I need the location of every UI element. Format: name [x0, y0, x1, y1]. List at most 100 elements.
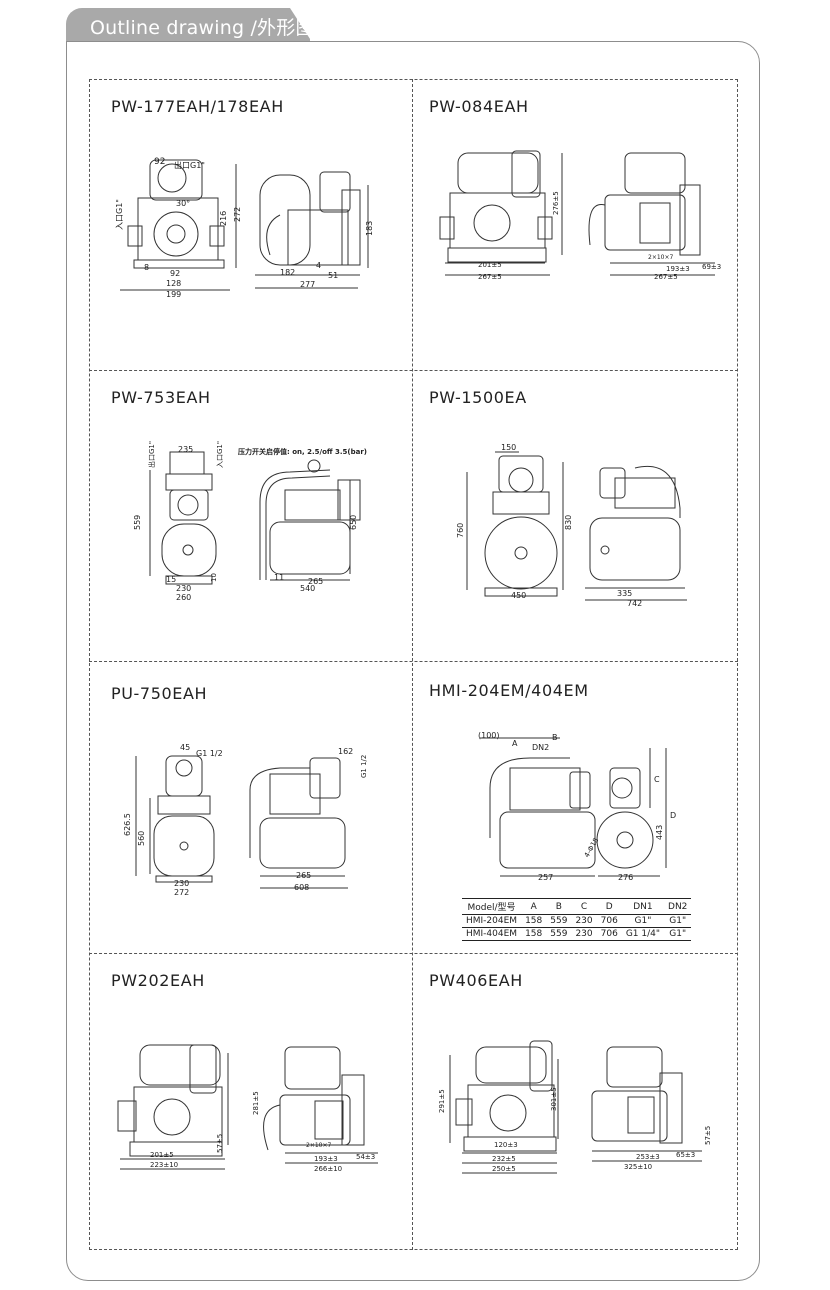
table-row: HMI-204EM 158 559 230 706 G1" G1": [462, 914, 692, 928]
dim-pw177-d14: 4: [316, 261, 321, 270]
spec-cell: G1": [664, 914, 692, 928]
dim-pw753-d10: 11: [274, 573, 284, 582]
dim-hmi204-d5: C: [654, 775, 660, 784]
section-title: Outline drawing /外形图: [90, 17, 315, 39]
model-title-pw1500: PW-1500EA: [429, 388, 527, 407]
dim-pw202-d4: 193±3: [314, 1155, 338, 1163]
outline-drawing-pw202: 281±5 201±5 223±10 193±3 266±10 57±5 54±…: [117, 1044, 378, 1173]
spec-cell: 706: [596, 927, 622, 941]
dim-pw177-d5: 216: [219, 211, 228, 226]
spec-cell: 230: [571, 927, 597, 941]
dim-pw177-d8: 92: [170, 269, 180, 278]
grid-divider-row-1: [89, 370, 738, 371]
dim-hmi204-d2: A: [512, 739, 518, 748]
grid-divider-row-2: [89, 661, 738, 662]
dim-pw1500-d6: 742: [627, 599, 642, 608]
dim-pw753-d8: 10: [210, 573, 218, 582]
spec-col-model: Model/型号: [462, 898, 522, 915]
hmi-spec-table: Model/型号 A B C D DN1 DN2 HMI-204EM 158 5…: [462, 898, 692, 941]
dim-pw177-d13: 277: [300, 280, 315, 289]
outline-drawing-pw753: 235 出口G1" 入口G1" 559 15 230 260 10 650 11…: [133, 441, 367, 600]
table-row: HMI-404EM 158 559 230 706 G1 1/4" G1": [462, 927, 692, 941]
model-title-pu750: PU-750EAH: [111, 684, 208, 703]
dim-pw177-d12: 182: [280, 268, 295, 277]
dim-pu750-d1: 45: [180, 743, 190, 752]
content-frame: [66, 41, 760, 1281]
dim-pw177-d4: 入口G1": [115, 199, 124, 230]
dim-pu750-d2: G1 1/2: [196, 749, 223, 758]
spec-col-d: D: [596, 898, 622, 915]
dim-pw202-d1: 281±5: [252, 1091, 260, 1115]
dim-pw084-d6: 69±3: [702, 263, 721, 271]
spec-cell: G1 1/4": [621, 927, 665, 941]
dim-pw1500-d2: 760: [456, 523, 465, 538]
dim-pu750-d10: 608: [294, 883, 309, 892]
dim-pw753-d1: 235: [178, 445, 193, 454]
pressure-switch-note: 压力开关启停值: on, 2.5/off 3.5(bar): [238, 447, 367, 456]
dim-pw202-d7: 54±3: [356, 1153, 375, 1161]
dim-pw084-d7: 2×10×7: [648, 254, 674, 261]
dim-pw406-d2: 301±5: [550, 1087, 558, 1111]
spec-col-dn1: DN1: [621, 898, 665, 915]
dim-pw406-d1: 291±5: [438, 1089, 446, 1113]
outline-drawing-pw084: 276±5 201±5 267±5 193±3 267±5 69±3 2×10×…: [439, 150, 721, 281]
dim-pw406-d7: 325±10: [624, 1163, 652, 1171]
dim-pw202-d2: 201±5: [150, 1151, 174, 1159]
spec-cell: G1": [664, 927, 692, 941]
dim-pu750-d7: 162: [338, 747, 353, 756]
dim-pw753-d2: 出口G1": [147, 441, 156, 468]
dim-pu750-d8: G1 1/2: [360, 755, 368, 778]
dim-hmi204-d1: (100): [478, 731, 500, 740]
spec-col-a: A: [521, 898, 547, 915]
dim-pu750-d9: 265: [296, 871, 311, 880]
dim-pw177-d6: 272: [233, 207, 242, 222]
drawing-grid: [89, 79, 738, 1250]
dim-pw753-d6: 230: [176, 584, 191, 593]
outline-drawing-pw177: 92 出口G1" 30° 入口G1" 216 272 8 92 128 199 …: [115, 157, 374, 299]
dim-pu750-d5: 230: [174, 879, 189, 888]
dim-pw406-d9: 57±5: [704, 1126, 712, 1145]
dim-pw084-d1: 276±5: [552, 191, 560, 215]
dim-pw084-d3: 267±5: [478, 273, 502, 281]
outline-drawing-pw406: 291±5 301±5 120±3 232±5 250±5 253±3 325±…: [438, 1040, 712, 1174]
model-title-pw177: PW-177EAH/178EAH: [111, 97, 284, 116]
dim-pw1500-d4: 450: [511, 591, 526, 600]
dim-pw406-d8: 65±3: [676, 1151, 695, 1159]
dim-pw1500-d1: 150: [501, 443, 516, 452]
spec-cell: 158: [521, 927, 547, 941]
model-title-hmi204: HMI-204EM/404EM: [429, 681, 589, 700]
dim-pw177-d2: 出口G1": [174, 160, 205, 170]
dim-pw1500-d3: 830: [564, 515, 573, 530]
dim-hmi204-d8: 257: [538, 873, 553, 882]
dim-pw084-d2: 201±5: [478, 261, 502, 269]
dim-pw177-d10: 199: [166, 290, 181, 299]
dim-pw753-d7: 260: [176, 593, 191, 600]
spec-cell: G1": [621, 914, 665, 928]
header-tab-corner: [290, 8, 312, 42]
spec-cell: 158: [521, 914, 547, 928]
dim-pw084-d5: 267±5: [654, 273, 678, 281]
dim-hmi204-d7: 443: [655, 825, 664, 840]
dim-pw177-d3: 30°: [176, 199, 190, 208]
dim-pw202-d8: 2×10×7: [306, 1142, 332, 1149]
outline-drawing-pu750: 45 G1 1/2 626.5 560 230 272 162 G1 1/2 2…: [123, 743, 368, 897]
model-title-pw084: PW-084EAH: [429, 97, 529, 116]
dim-pw1500-d5: 335: [617, 589, 632, 598]
outline-drawing-pw1500: 150 760 830 450 335 742: [456, 443, 687, 608]
dim-pw753-d9: 650: [349, 515, 358, 530]
dim-pw753-d3: 入口G1": [216, 441, 224, 468]
dim-pw406-d3: 120±3: [494, 1141, 518, 1149]
dim-pu750-d6: 272: [174, 888, 189, 897]
dim-pw406-d6: 253±3: [636, 1153, 660, 1161]
spec-table-header: Model/型号 A B C D DN1 DN2: [462, 898, 692, 915]
spec-cell: 230: [571, 914, 597, 928]
model-title-pw753: PW-753EAH: [111, 388, 211, 407]
dim-pw177-d9: 128: [166, 279, 181, 288]
dim-pw084-d4: 193±3: [666, 265, 690, 273]
model-title-pw202: PW202EAH: [111, 971, 205, 990]
dim-pw177-d7: 8: [144, 263, 149, 272]
spec-cell: HMI-404EM: [462, 927, 522, 941]
spec-cell: HMI-204EM: [462, 914, 522, 928]
spec-col-b: B: [546, 898, 572, 915]
grid-divider-row-3: [89, 953, 738, 954]
